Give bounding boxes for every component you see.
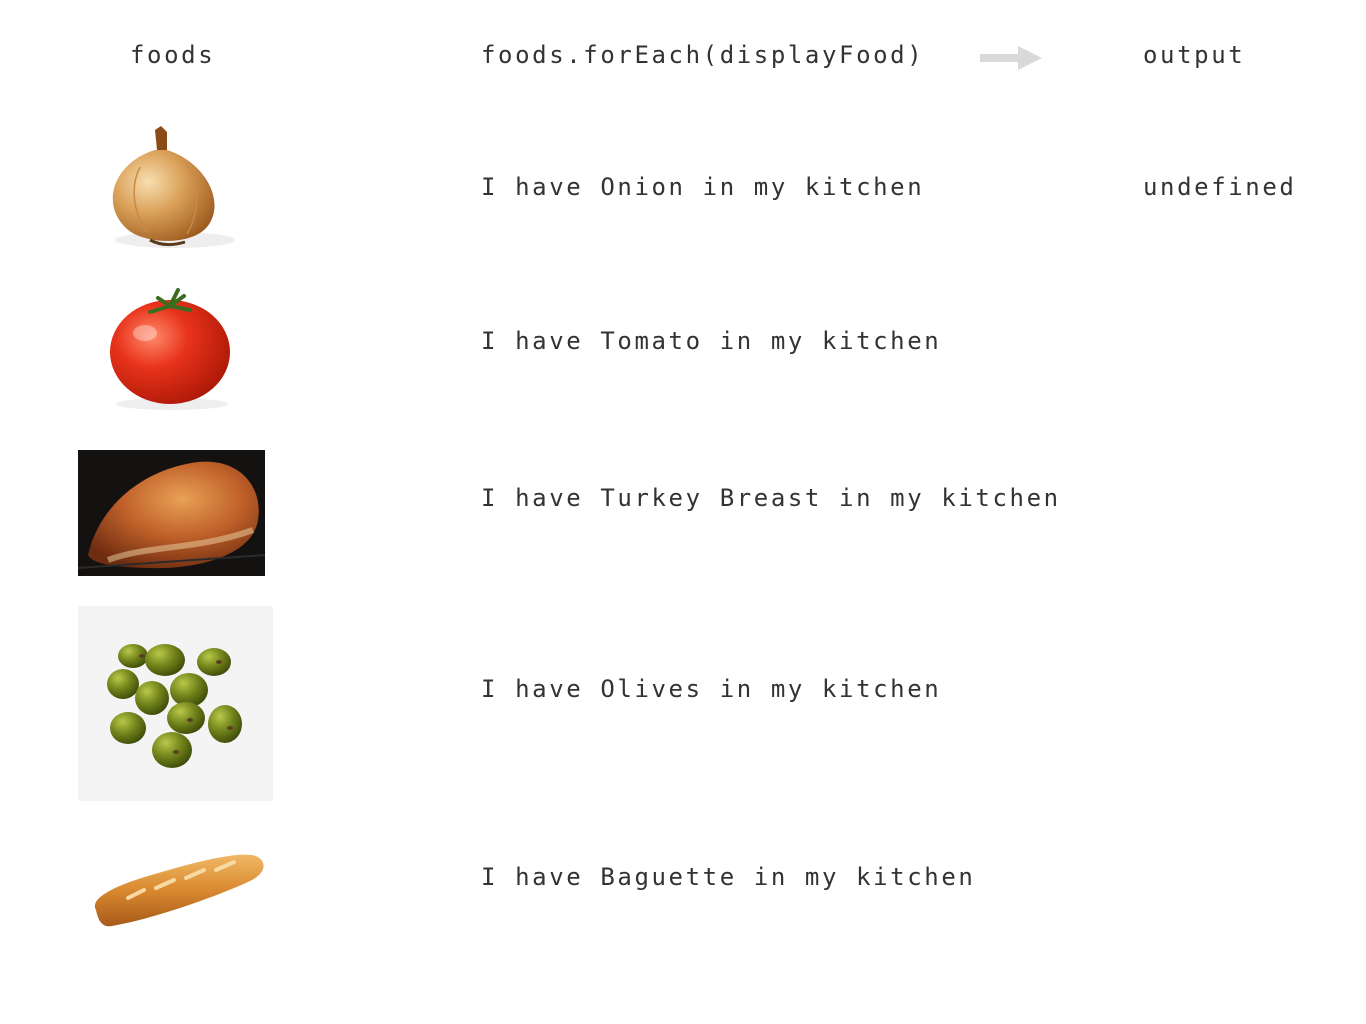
tomato-icon [110, 288, 230, 410]
olives-icon [78, 606, 273, 801]
foods-header: foods [130, 41, 216, 69]
output-line-tomato: I have Tomato in my kitchen [481, 327, 942, 355]
output-line-turkey-breast: I have Turkey Breast in my kitchen [481, 484, 1061, 512]
output-line-onion: I have Onion in my kitchen [481, 173, 925, 201]
code-header: foods.forEach(displayFood) [481, 41, 925, 69]
output-line-olives: I have Olives in my kitchen [481, 675, 942, 703]
turkey-breast-icon [78, 450, 265, 576]
onion-icon [112, 126, 235, 248]
baguette-icon [94, 854, 264, 927]
return-value: undefined [1143, 173, 1297, 201]
right-arrow-icon [980, 46, 1042, 70]
output-line-baguette: I have Baguette in my kitchen [481, 863, 976, 891]
output-header: output [1143, 41, 1246, 69]
